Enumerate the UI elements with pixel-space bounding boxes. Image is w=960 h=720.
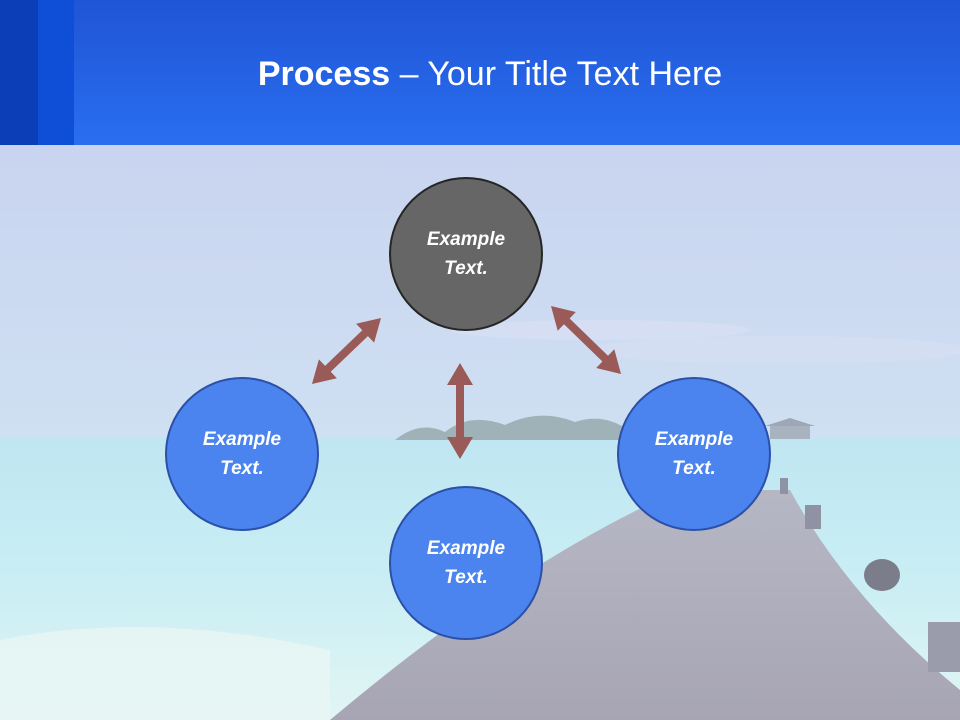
- arrow-top-bottom: [447, 363, 473, 459]
- node-label-line1: Example: [202, 429, 282, 450]
- node-label-line2: Text.: [220, 458, 264, 479]
- process-node-right: Example Text.: [617, 377, 771, 531]
- process-node-top: Example Text.: [389, 177, 543, 331]
- process-node-left: Example Text.: [165, 377, 319, 531]
- node-label-line1: Example: [426, 538, 506, 559]
- arrow-top-right: [551, 306, 621, 374]
- arrow-top-left: [312, 318, 381, 384]
- node-label-line1: Example: [426, 229, 506, 250]
- node-label-line2: Text.: [672, 458, 716, 479]
- title-bar: Process – Your Title Text Here: [0, 0, 960, 145]
- process-node-bottom: Example Text.: [389, 486, 543, 640]
- header-accent-stripe: [38, 0, 74, 145]
- node-label-line2: Text.: [444, 258, 488, 279]
- node-label-line2: Text.: [444, 567, 488, 588]
- slide-title-rest: – Your Title Text Here: [390, 55, 723, 93]
- slide-title: Process – Your Title Text Here: [0, 52, 960, 96]
- header-accent-stripe: [0, 0, 38, 145]
- slide-title-bold: Process: [257, 55, 391, 93]
- node-label-line1: Example: [654, 429, 734, 450]
